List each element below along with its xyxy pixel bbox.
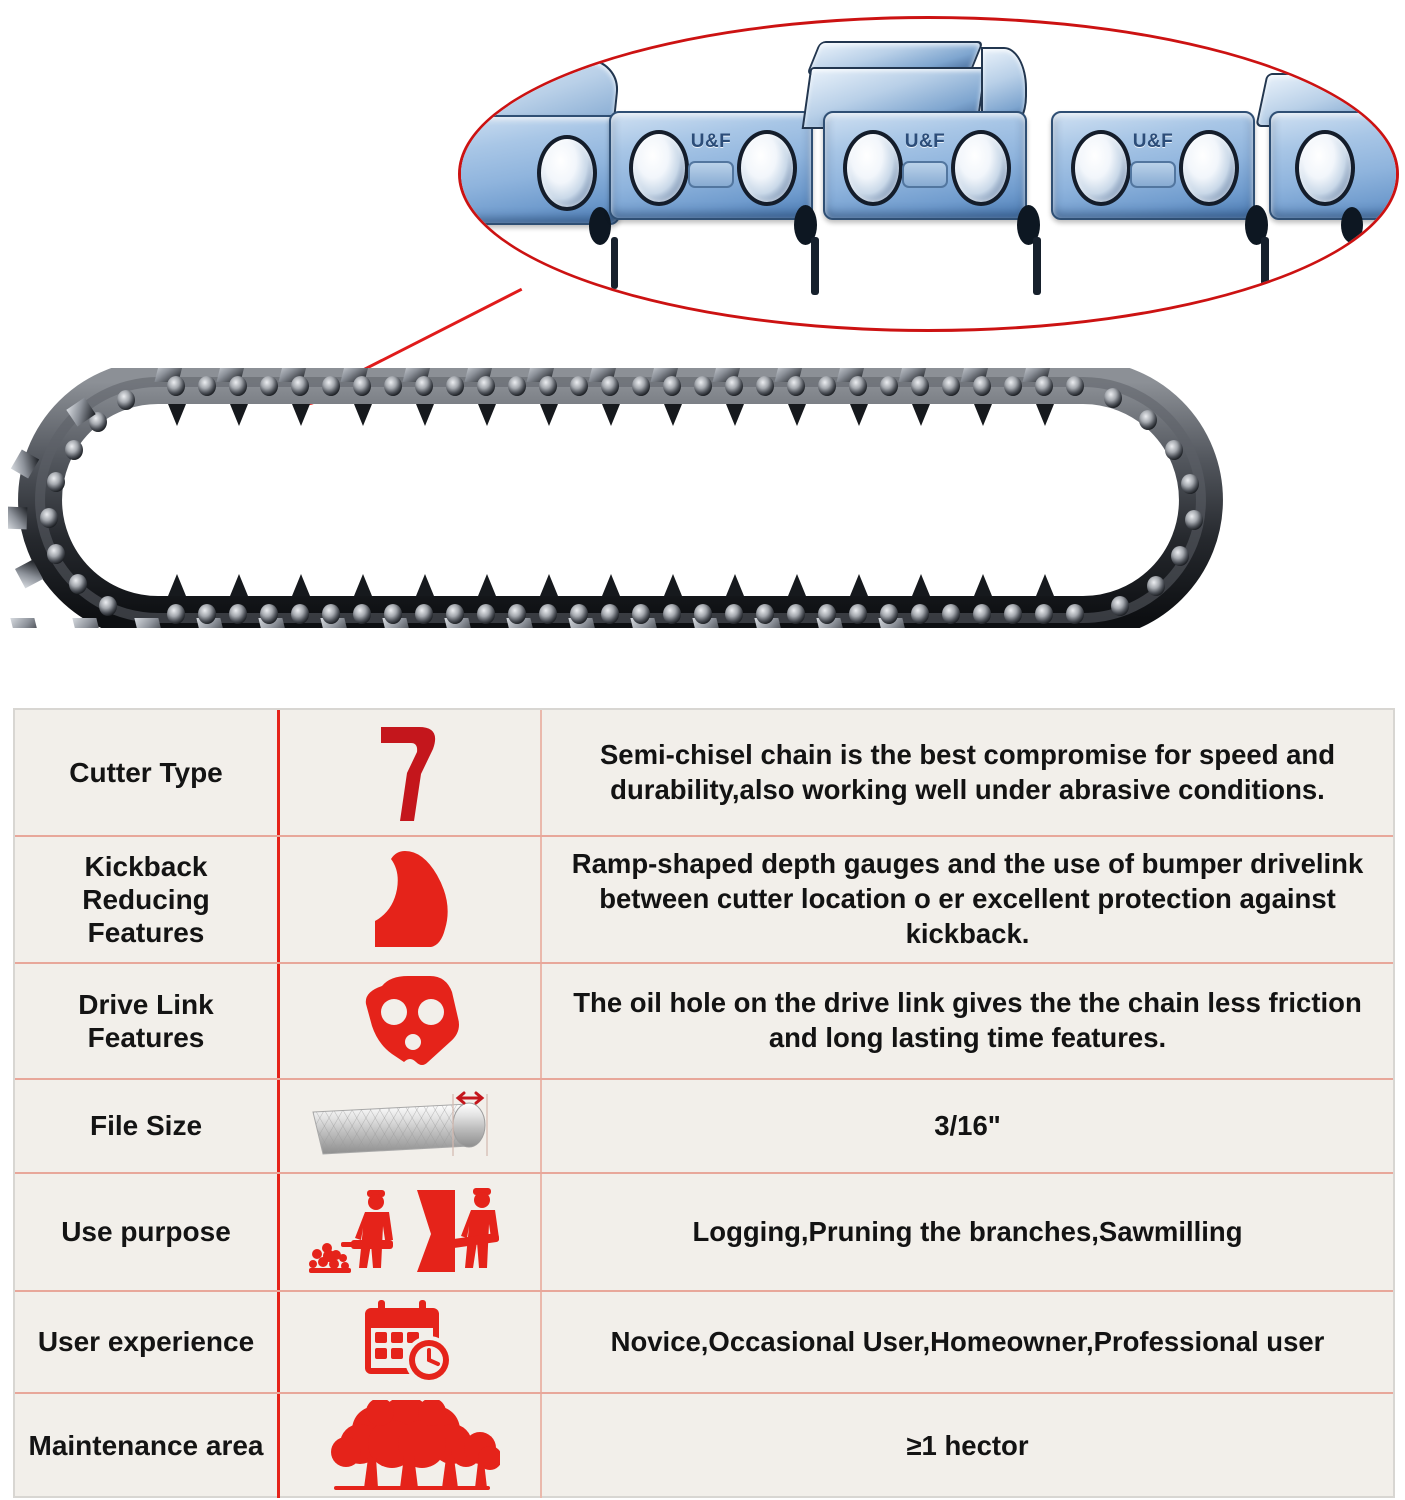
row-label-use-purpose: Use purpose <box>15 1174 280 1290</box>
chain-rivet <box>1295 130 1355 206</box>
brand-stamp: U&F <box>690 131 732 152</box>
magnified-chain-detail: U&F U&F U&F <box>458 16 1399 332</box>
table-row: User experience <box>15 1292 1393 1394</box>
ramp-depth-gauge-icon <box>280 837 542 962</box>
depth-gauge-hole <box>1017 205 1040 245</box>
strap-slot <box>902 161 948 188</box>
row-label-maintenance-area: Maintenance area <box>15 1394 280 1498</box>
row-description-file-size: 3/16" <box>934 1109 1001 1141</box>
row-description-kickback: Ramp-shaped depth gauges and the use of … <box>571 848 1364 949</box>
trees-icon <box>280 1394 542 1498</box>
drive-link-glyph <box>365 976 459 1065</box>
table-row: Use purpose <box>15 1174 1393 1292</box>
ramp-depth-gauge-glyph <box>375 850 448 947</box>
table-row: Cutter Type Semi-chisel chain is the bes… <box>15 710 1393 837</box>
chain-rivet <box>537 135 597 211</box>
chain-rivet <box>843 130 903 206</box>
chain-tie-strap-2: U&F <box>823 111 1027 220</box>
chain-band <box>18 368 1223 628</box>
chain-tail <box>1033 237 1041 295</box>
depth-gauge-hole <box>1341 207 1363 243</box>
chain-tie-strap-4 <box>1269 111 1396 220</box>
table-row: File Size <box>15 1080 1393 1174</box>
logging-sawmilling-glyph <box>309 1188 500 1273</box>
trees-glyph <box>331 1400 500 1490</box>
table-row: Maintenance area <box>15 1394 1393 1498</box>
row-description-cutter-type: Semi-chisel chain is the best compromise… <box>599 738 1336 805</box>
chain-tail <box>811 237 819 295</box>
chain-detail-artwork: U&F U&F U&F <box>461 19 1396 329</box>
depth-gauge-hole <box>794 205 817 245</box>
chain-tie-strap-1: U&F <box>609 111 813 220</box>
row-label-cutter-type: Cutter Type <box>15 710 280 835</box>
row-label-file-size: File Size <box>15 1080 280 1172</box>
chain-tie-strap-3: U&F <box>1051 111 1255 220</box>
semi-chisel-cutter-glyph <box>381 726 436 821</box>
chain-tail <box>611 237 618 289</box>
chainsaw-chain-loop <box>8 368 1253 628</box>
round-file-glyph <box>312 1091 488 1156</box>
row-description-user-experience: Novice,Occasional User,Homeowner,Profess… <box>610 1325 1325 1357</box>
chain-links <box>8 368 1203 628</box>
row-label-drive-link: Drive Link Features <box>15 964 280 1078</box>
product-hero-image: U&F U&F U&F <box>0 0 1405 700</box>
calendar-clock-glyph <box>365 1300 453 1384</box>
chain-band-highlight <box>35 377 1206 623</box>
chain-rivet <box>629 130 689 206</box>
round-file-icon <box>280 1080 542 1172</box>
row-description-maintenance-area: ≥1 hector <box>906 1429 1029 1461</box>
semi-chisel-cutter-icon <box>280 710 542 835</box>
chain-rivet <box>1071 130 1131 206</box>
depth-gauge-hole <box>589 207 611 245</box>
depth-gauge-hole <box>1245 205 1268 245</box>
logging-sawmilling-icon <box>280 1174 542 1290</box>
brand-stamp: U&F <box>904 131 946 152</box>
chain-loop-artwork <box>8 368 1223 628</box>
row-label-kickback: Kickback Reducing Features <box>15 837 280 962</box>
table-row: Kickback Reducing Features Ramp-shaped d… <box>15 837 1393 964</box>
drive-link-oil-hole-icon <box>280 964 542 1078</box>
chain-rivet <box>737 130 797 206</box>
row-label-user-experience: User experience <box>15 1292 280 1392</box>
row-description-use-purpose: Logging,Pruning the branches,Sawmilling <box>692 1215 1243 1247</box>
strap-slot <box>1130 161 1176 188</box>
table-row: Drive Link Features The oil hole on the … <box>15 964 1393 1080</box>
strap-slot <box>688 161 734 188</box>
calendar-clock-icon <box>280 1292 542 1392</box>
chain-specification-table: Cutter Type Semi-chisel chain is the bes… <box>13 708 1395 1498</box>
chain-tail <box>1261 237 1269 287</box>
chain-rivet <box>951 130 1011 206</box>
chain-rivet <box>1179 130 1239 206</box>
row-description-drive-link: The oil hole on the drive link gives the… <box>573 987 1362 1053</box>
brand-stamp: U&F <box>1132 131 1174 152</box>
